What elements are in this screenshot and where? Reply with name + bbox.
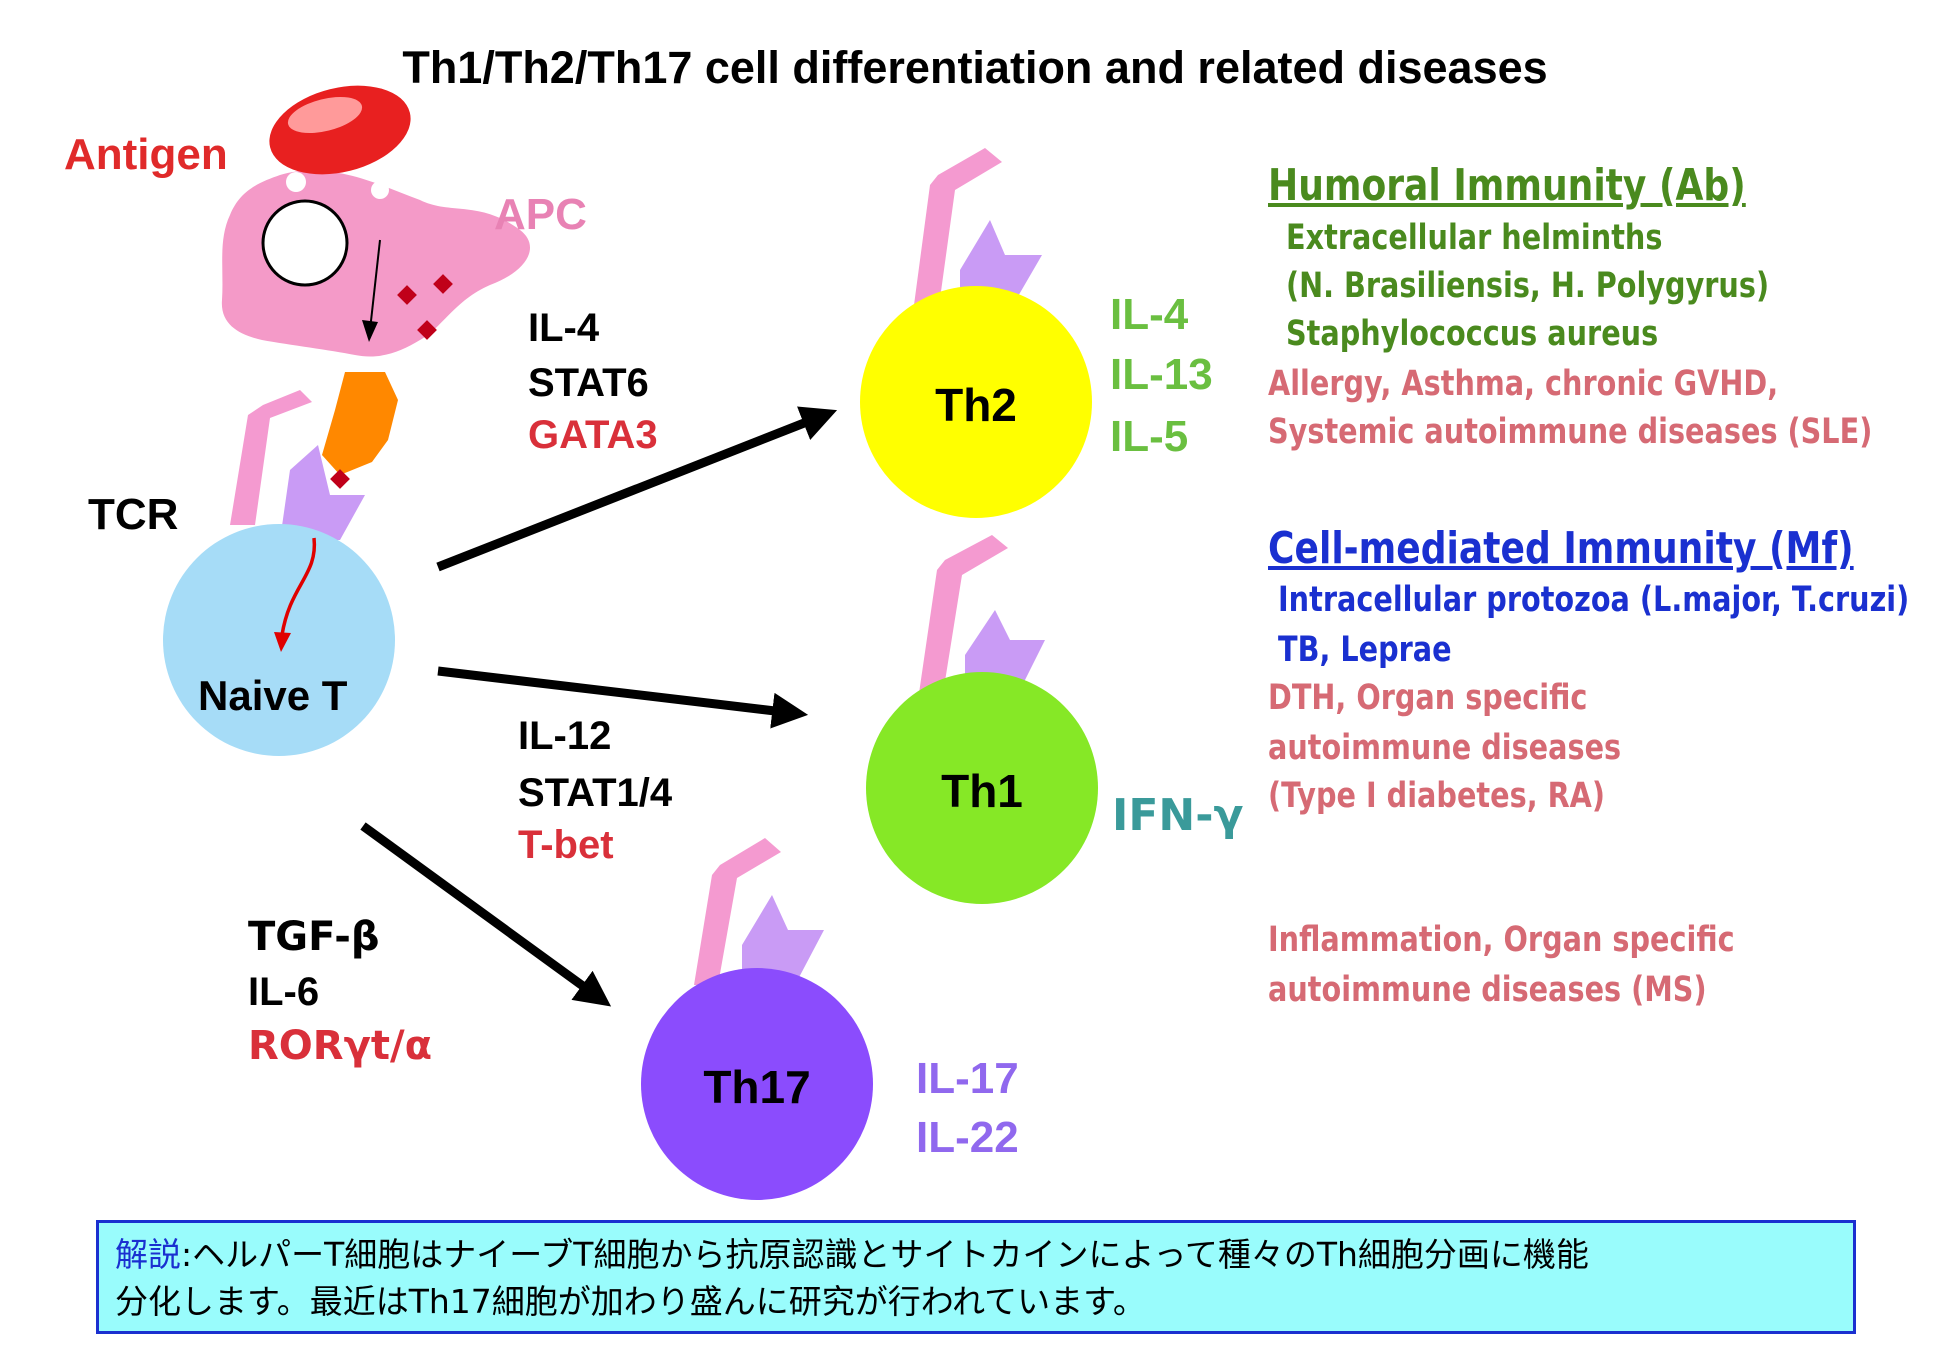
th17-pathway-cytokine: TGF-β — [248, 914, 380, 960]
naive-tcr-alpha — [230, 390, 312, 525]
antigen-bud — [371, 181, 389, 199]
th1-tcr-alpha — [918, 535, 1008, 700]
apc-nucleus — [261, 199, 349, 287]
th1-cell-label: Th1 — [941, 765, 1023, 817]
th17-transcription-factor: RORγt/α — [248, 1023, 433, 1069]
antigen-bud — [286, 172, 306, 192]
arrow-to-th1 — [437, 666, 809, 729]
explanation-line-1: 解説:ヘルパーT細胞はナイーブT細胞から抗原認識とサイトカインによって種々のTh… — [115, 1231, 1837, 1278]
th17-cell — [641, 968, 873, 1200]
cell-mediated-pathogen: Intracellular protozoa (L.major, T.cruzi… — [1278, 580, 1910, 620]
mhc-peptide — [330, 469, 350, 489]
tcr-label: TCR — [88, 490, 179, 539]
antigen-label: Antigen — [64, 130, 228, 179]
th2-pathway-stat: STAT6 — [528, 361, 649, 405]
th17-cell-label: Th17 — [703, 1061, 811, 1113]
th2-cell — [860, 286, 1092, 518]
th1-pathway-stat: STAT1/4 — [518, 771, 673, 815]
th17-cytokine-il17: IL-17 — [916, 1054, 1019, 1103]
processing-arrowhead — [362, 320, 378, 342]
th1-cell — [866, 672, 1098, 904]
cell-mediated-condition: DTH, Organ specific — [1268, 678, 1588, 718]
explanation-text-1: :ヘルパーT細胞はナイーブT細胞から抗原認識とサイトカインによって種々のTh細胞… — [181, 1235, 1589, 1274]
th2-cytokine-il5: IL-5 — [1110, 412, 1189, 461]
apc-label: APC — [494, 190, 587, 239]
humoral-immunity-heading: Humoral Immunity (Ab) — [1268, 160, 1746, 211]
explanation-line-2: 分化します。最近はTh17細胞が加わり盛んに研究が行われています。 — [115, 1282, 1146, 1321]
cell-mediated-pathogen: TB, Leprae — [1278, 630, 1452, 670]
explanation-label: 解説 — [115, 1235, 181, 1274]
th1-cytokine-ifng: IFN-γ — [1112, 790, 1244, 841]
th2-cytokine-il13: IL-13 — [1110, 350, 1213, 399]
mhc-molecule — [322, 372, 398, 475]
humoral-condition: Allergy, Asthma, chronic GVHD, — [1268, 364, 1779, 404]
diagram-title: Th1/Th2/Th17 cell differentiation and re… — [402, 42, 1548, 93]
processing-arrow — [369, 239, 381, 331]
naive-t-label: Naive T — [198, 672, 348, 719]
antigen-highlight — [287, 96, 363, 134]
humoral-condition: Systemic autoimmune diseases (SLE) — [1268, 412, 1873, 452]
th2-pathway-cytokine: IL-4 — [528, 306, 600, 350]
cell-mediated-condition: autoimmune diseases — [1268, 728, 1622, 768]
th1-transcription-factor: T-bet — [518, 823, 614, 867]
arrow-to-th2 — [436, 406, 838, 572]
th17-tcr-beta — [742, 895, 824, 985]
th2-cell-label: Th2 — [935, 379, 1017, 431]
th17-pathway-il6: IL-6 — [248, 970, 320, 1014]
humoral-pathogen: (N. Brasiliensis, H. Polygyrus) — [1286, 266, 1770, 306]
peptide-fragment — [397, 285, 417, 305]
th2-transcription-factor: GATA3 — [528, 413, 658, 457]
peptide-fragment — [433, 274, 453, 294]
humoral-pathogen: Extracellular helminths — [1286, 218, 1663, 258]
arrow-to-th17 — [360, 822, 612, 1007]
cell-mediated-immunity-heading: Cell-mediated Immunity (Mf) — [1268, 523, 1854, 574]
th1-pathway-cytokine: IL-12 — [518, 714, 612, 758]
cell-mediated-condition: (Type I diabetes, RA) — [1268, 776, 1606, 816]
th17-condition: autoimmune diseases (MS) — [1268, 970, 1707, 1010]
th17-cytokine-il22: IL-22 — [916, 1113, 1019, 1162]
signal-arrowhead — [274, 632, 291, 652]
th2-tcr-alpha — [910, 148, 1002, 335]
th2-cytokine-il4: IL-4 — [1110, 290, 1189, 339]
naive-tcr-beta — [280, 445, 365, 540]
peptide-fragment — [417, 320, 437, 340]
humoral-pathogen: Staphylococcus aureus — [1286, 314, 1659, 354]
th17-condition: Inflammation, Organ specific — [1268, 920, 1735, 960]
th17-tcr-alpha — [694, 838, 781, 985]
explanation-box: 解説:ヘルパーT細胞はナイーブT細胞から抗原認識とサイトカインによって種々のTh… — [96, 1220, 1856, 1334]
signal-arrow — [280, 537, 317, 636]
